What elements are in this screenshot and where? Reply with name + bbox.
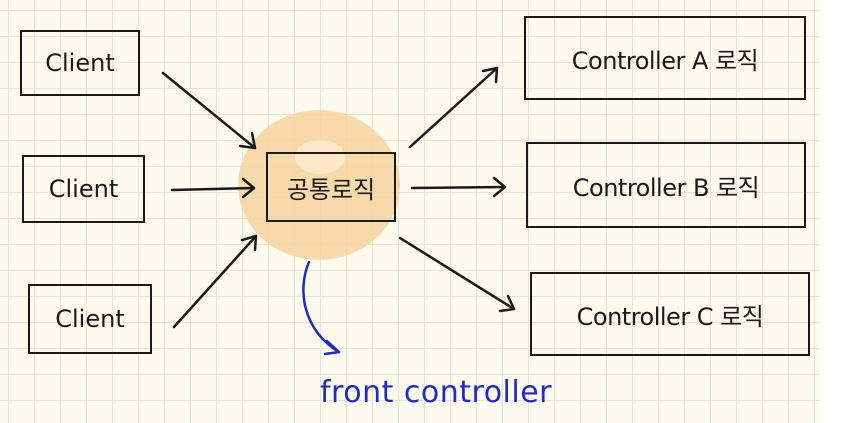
client-box-3: Client <box>28 284 152 354</box>
controller-a-box: Controller A 로직 <box>524 16 806 100</box>
curved-arrow-to-front-controller <box>302 260 341 356</box>
controller-b-box: Controller B 로직 <box>526 142 806 228</box>
client-box-2: Client <box>22 155 145 223</box>
controller-a-label: Controller A 로직 <box>571 46 759 75</box>
controller-b-label: Controller B 로직 <box>572 173 760 202</box>
controller-c-box: Controller C 로직 <box>530 272 810 356</box>
arrow-common-to-controller-c <box>398 236 516 313</box>
front-controller-label: front controller <box>320 375 553 410</box>
client-label: Client <box>48 175 119 203</box>
common-logic-box: 공통로직 <box>266 152 396 222</box>
client-label: Client <box>55 305 125 333</box>
controller-c-label: Controller C 로직 <box>576 302 764 331</box>
common-logic-label: 공통로직 <box>286 175 376 204</box>
arrow-client3-to-common <box>172 234 258 329</box>
client-label: Client <box>45 49 115 77</box>
arrow-common-to-controller-a <box>408 66 499 149</box>
highlight-circle-center <box>295 140 345 174</box>
client-box-1: Client <box>20 30 140 96</box>
arrow-common-to-controller-b <box>410 176 507 198</box>
arrow-client1-to-common <box>161 71 257 150</box>
arrow-client2-to-common <box>170 177 256 199</box>
highlight-circle <box>238 110 400 260</box>
